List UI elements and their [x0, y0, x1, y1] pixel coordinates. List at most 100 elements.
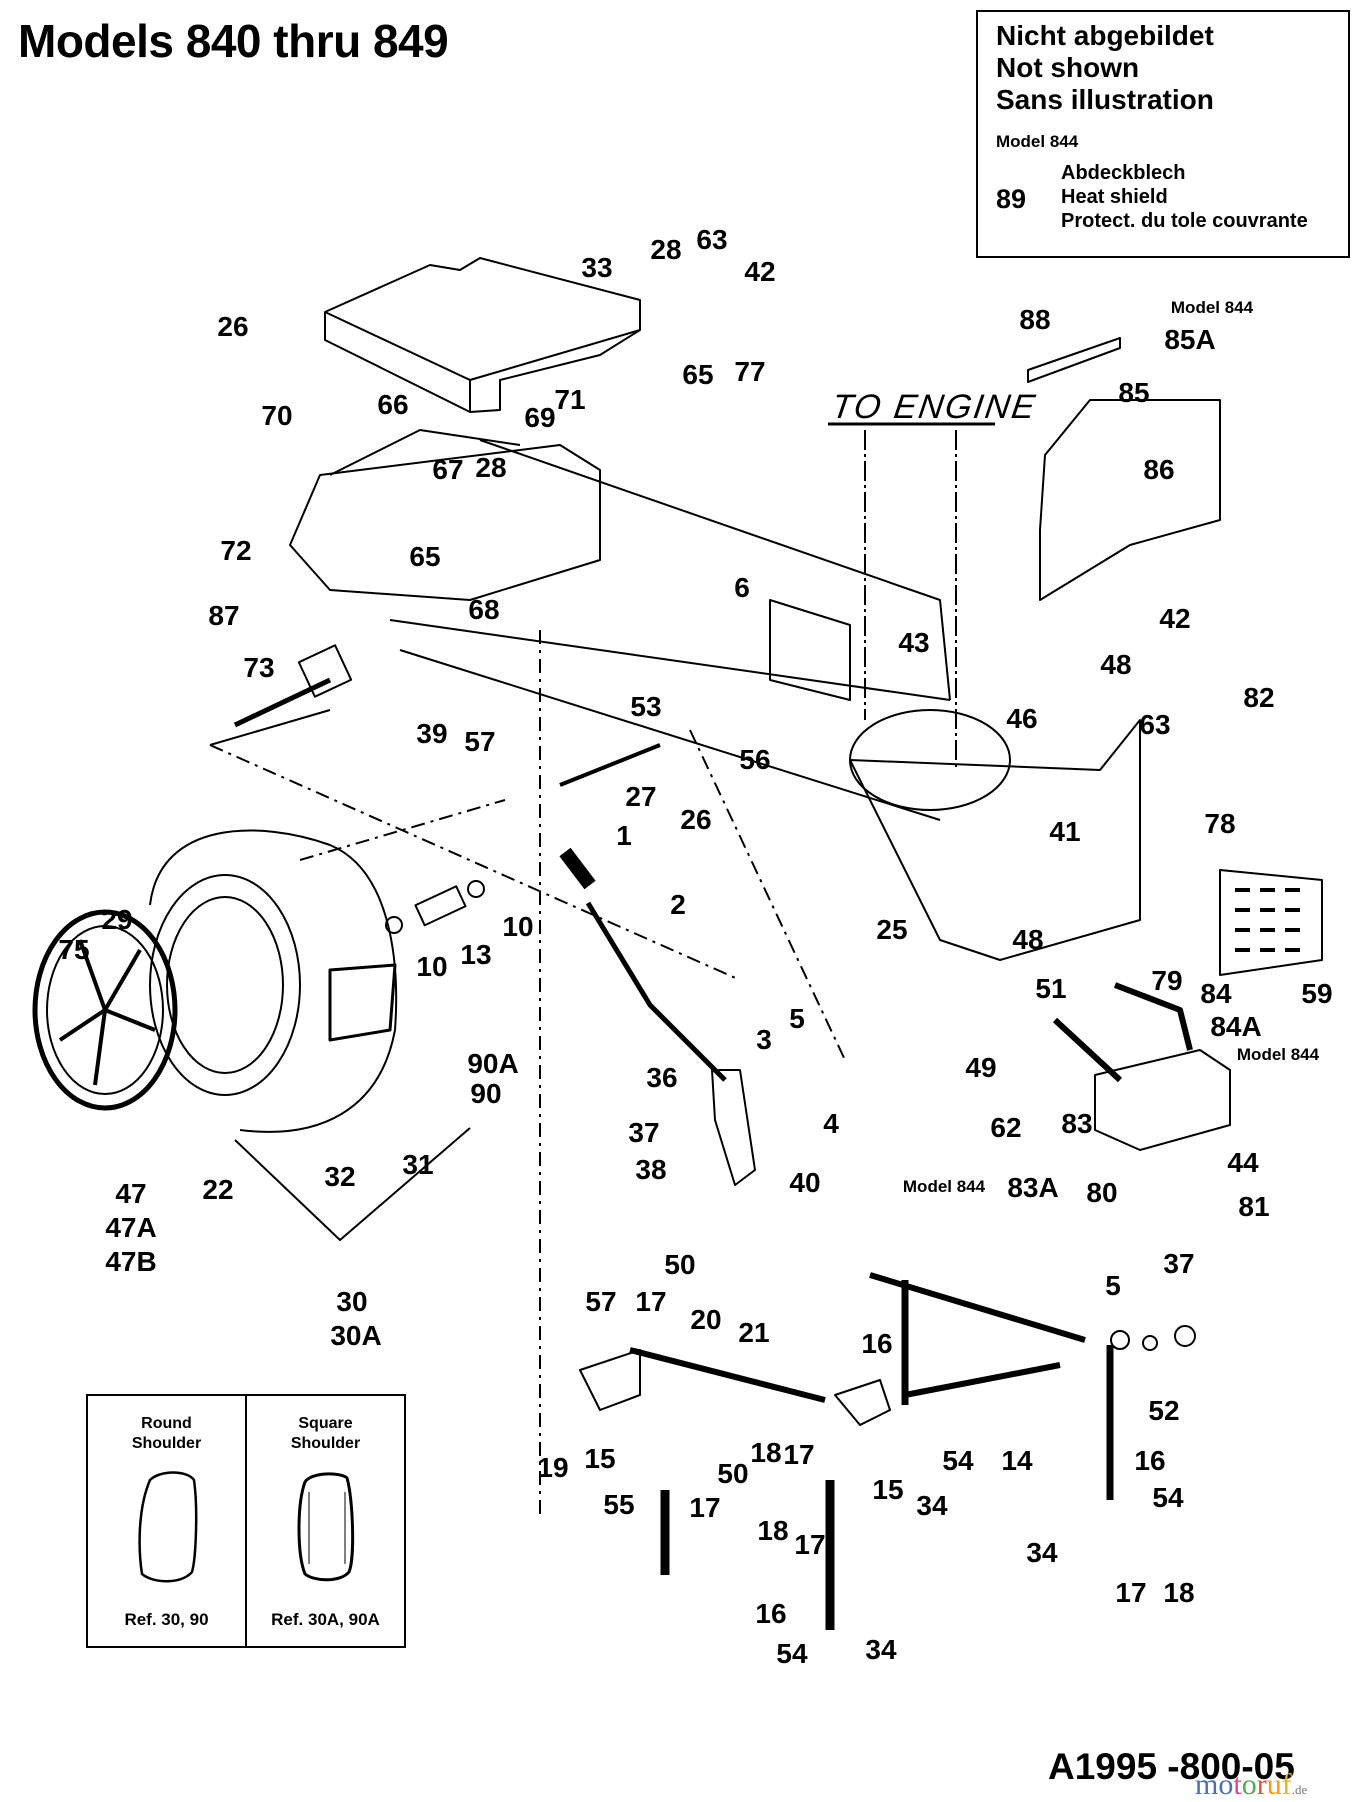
callout-18[interactable]: 18: [757, 1515, 789, 1546]
callout-54[interactable]: 54: [776, 1638, 808, 1669]
callout-81[interactable]: 81: [1238, 1191, 1270, 1222]
callout-17[interactable]: 17: [783, 1439, 815, 1470]
callout-50[interactable]: 50: [717, 1458, 749, 1489]
callout-44[interactable]: 44: [1227, 1147, 1259, 1178]
callout-30[interactable]: 30: [336, 1286, 368, 1317]
callout-33[interactable]: 33: [581, 252, 613, 283]
callout-90[interactable]: 90: [470, 1078, 502, 1109]
callout-55[interactable]: 55: [603, 1489, 635, 1520]
callout-28[interactable]: 28: [650, 234, 682, 265]
callout-84A[interactable]: 84A: [1210, 1011, 1262, 1042]
callout-19[interactable]: 19: [537, 1452, 569, 1483]
callout-53[interactable]: 53: [630, 691, 662, 722]
callout-10[interactable]: 10: [416, 951, 448, 982]
callout-57[interactable]: 57: [464, 726, 496, 757]
callout-59[interactable]: 59: [1301, 978, 1333, 1009]
callout-56[interactable]: 56: [739, 744, 771, 775]
callout-54[interactable]: 54: [1152, 1482, 1184, 1513]
callout-75[interactable]: 75: [58, 934, 90, 965]
callout-90A[interactable]: 90A: [467, 1048, 519, 1079]
callout-54[interactable]: 54: [942, 1445, 974, 1476]
callout-36[interactable]: 36: [646, 1062, 678, 1093]
callout-65[interactable]: 65: [409, 541, 441, 572]
callout-10[interactable]: 10: [502, 911, 534, 942]
callout-34[interactable]: 34: [865, 1634, 897, 1665]
callout-47B[interactable]: 47B: [105, 1246, 157, 1277]
callout-72[interactable]: 72: [220, 535, 252, 566]
callout-27[interactable]: 27: [625, 781, 657, 812]
callout-66[interactable]: 66: [377, 389, 409, 420]
callout-63[interactable]: 63: [696, 224, 728, 255]
callout-49[interactable]: 49: [965, 1052, 997, 1083]
callout-77[interactable]: 77: [734, 356, 766, 387]
callout-34[interactable]: 34: [916, 1490, 948, 1521]
callout-46[interactable]: 46: [1006, 703, 1038, 734]
callout-34[interactable]: 34: [1026, 1537, 1058, 1568]
callout-79[interactable]: 79: [1151, 965, 1183, 996]
callout-41[interactable]: 41: [1049, 816, 1081, 847]
callout-29[interactable]: 29: [101, 904, 133, 935]
callout-38[interactable]: 38: [635, 1154, 667, 1185]
callout-71[interactable]: 71: [554, 384, 586, 415]
callout-42[interactable]: 42: [744, 256, 776, 287]
callout-70[interactable]: 70: [261, 400, 293, 431]
callout-3[interactable]: 3: [756, 1024, 772, 1055]
callout-17[interactable]: 17: [635, 1286, 667, 1317]
callout-83[interactable]: 83: [1061, 1108, 1093, 1139]
callout-69[interactable]: 69: [524, 402, 556, 433]
callout-37[interactable]: 37: [1163, 1248, 1195, 1279]
callout-40[interactable]: 40: [789, 1167, 821, 1198]
callout-17[interactable]: 17: [1115, 1577, 1147, 1608]
callout-15[interactable]: 15: [872, 1474, 904, 1505]
callout-4[interactable]: 4: [823, 1108, 839, 1139]
callout-17[interactable]: 17: [794, 1529, 826, 1560]
callout-88[interactable]: 88: [1019, 304, 1051, 335]
callout-15[interactable]: 15: [584, 1443, 616, 1474]
callout-30A[interactable]: 30A: [330, 1320, 382, 1351]
callout-47[interactable]: 47: [115, 1178, 147, 1209]
callout-21[interactable]: 21: [738, 1317, 770, 1348]
callout-80[interactable]: 80: [1086, 1177, 1118, 1208]
callout-31[interactable]: 31: [402, 1149, 434, 1180]
callout-32[interactable]: 32: [324, 1161, 356, 1192]
callout-65[interactable]: 65: [682, 359, 714, 390]
callout-87[interactable]: 87: [208, 600, 240, 631]
callout-28[interactable]: 28: [475, 452, 507, 483]
callout-52[interactable]: 52: [1148, 1395, 1180, 1426]
callout-48[interactable]: 48: [1012, 924, 1044, 955]
callout-5[interactable]: 5: [1105, 1270, 1121, 1301]
callout-18[interactable]: 18: [750, 1437, 782, 1468]
callout-50[interactable]: 50: [664, 1249, 696, 1280]
callout-51[interactable]: 51: [1035, 973, 1067, 1004]
callout-82[interactable]: 82: [1243, 682, 1275, 713]
callout-62[interactable]: 62: [990, 1112, 1022, 1143]
callout-25[interactable]: 25: [876, 914, 908, 945]
callout-26[interactable]: 26: [217, 311, 249, 342]
callout-73[interactable]: 73: [243, 652, 275, 683]
callout-68[interactable]: 68: [468, 594, 500, 625]
callout-22[interactable]: 22: [202, 1174, 234, 1205]
callout-16[interactable]: 16: [861, 1328, 893, 1359]
callout-47A[interactable]: 47A: [105, 1212, 157, 1243]
callout-37[interactable]: 37: [628, 1117, 660, 1148]
callout-83A[interactable]: 83A: [1007, 1172, 1059, 1203]
callout-78[interactable]: 78: [1204, 808, 1236, 839]
callout-14[interactable]: 14: [1001, 1445, 1033, 1476]
callout-13[interactable]: 13: [460, 939, 492, 970]
callout-18[interactable]: 18: [1163, 1577, 1195, 1608]
callout-85[interactable]: 85: [1118, 377, 1150, 408]
callout-26[interactable]: 26: [680, 804, 712, 835]
callout-5[interactable]: 5: [789, 1003, 805, 1034]
callout-63[interactable]: 63: [1139, 709, 1171, 740]
callout-1[interactable]: 1: [616, 820, 632, 851]
callout-86[interactable]: 86: [1143, 454, 1175, 485]
callout-20[interactable]: 20: [690, 1304, 722, 1335]
callout-43[interactable]: 43: [898, 627, 930, 658]
callout-42[interactable]: 42: [1159, 603, 1191, 634]
callout-2[interactable]: 2: [670, 889, 686, 920]
callout-84[interactable]: 84: [1200, 978, 1232, 1009]
callout-16[interactable]: 16: [1134, 1445, 1166, 1476]
callout-6[interactable]: 6: [734, 572, 750, 603]
callout-39[interactable]: 39: [416, 718, 448, 749]
callout-57[interactable]: 57: [585, 1286, 617, 1317]
